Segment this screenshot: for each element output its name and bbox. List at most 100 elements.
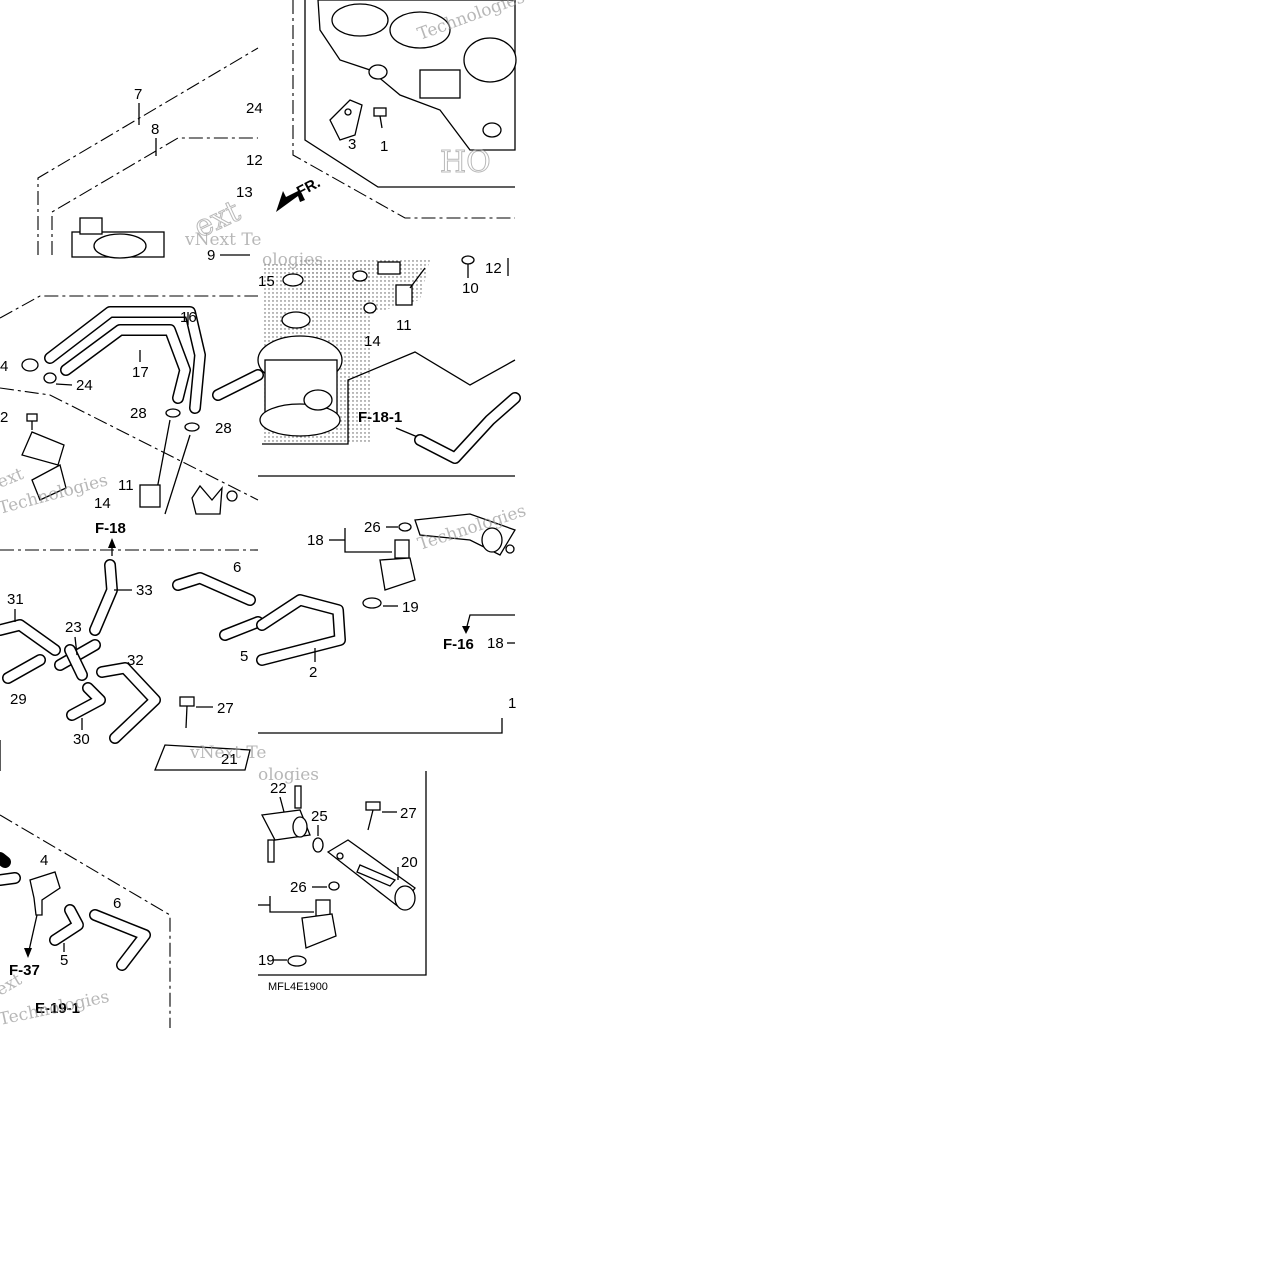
callout-16: 16 xyxy=(180,309,197,326)
callout-26-bottom: 26 xyxy=(290,879,307,896)
watermark-line1-lower: vNext Te xyxy=(189,743,266,763)
callout-25: 25 xyxy=(311,808,328,825)
ref-f37: F-37 xyxy=(9,962,40,979)
callout-15: 15 xyxy=(258,273,275,290)
hose-6 xyxy=(172,572,256,606)
injector-11 xyxy=(395,267,426,306)
bolt-27-lower xyxy=(179,696,195,729)
callout-12: 12 xyxy=(485,260,502,277)
seal-19-bottom xyxy=(287,955,307,967)
throttle-body-assembly-top xyxy=(317,0,517,151)
callout-26: 26 xyxy=(364,519,381,536)
bracket-3 xyxy=(329,99,363,141)
callout-2: 2 xyxy=(309,664,317,681)
tile-top-right: 3 1 FR. HO Technologies xyxy=(276,0,527,219)
callout-24: 24 xyxy=(76,377,93,394)
callout-23: 23 xyxy=(65,619,82,636)
tile-bottom-left: 4 F-37 5 6 E-19-1 ext Technologies xyxy=(0,814,171,1030)
tee-4 xyxy=(29,871,61,916)
injector-26 xyxy=(287,881,340,967)
callout-3: 3 xyxy=(348,136,356,153)
callout-9: 9 xyxy=(207,247,215,264)
callout-1: 1 xyxy=(380,138,388,155)
callout-10: 10 xyxy=(462,280,479,297)
tile-middle-right: 15 ologies 10 12 11 14 F-18-1 xyxy=(257,250,521,477)
callout-31: 31 xyxy=(7,591,24,608)
hose-6-bottom xyxy=(89,909,151,971)
drawing-code: MFL4E1900 xyxy=(268,981,328,993)
bolt-27-bottom xyxy=(365,801,381,831)
watermark-ologies-mid: ologies xyxy=(262,250,323,270)
callout-6-bottom: 6 xyxy=(113,895,121,912)
watermark-brand: HO xyxy=(440,145,491,180)
callout-8: 8 xyxy=(151,121,159,138)
callout-6: 6 xyxy=(233,559,241,576)
watermark-ologies-bottom: ologies xyxy=(258,765,319,785)
callout-19-bottom: 19 xyxy=(258,952,275,969)
hose-2 xyxy=(256,594,346,666)
ref-e19-1: E-19-1 xyxy=(35,1000,80,1017)
oring-25 xyxy=(312,837,324,853)
hose-29 xyxy=(2,654,46,684)
front-arrow: FR. xyxy=(276,174,323,212)
clip-24-a xyxy=(21,358,39,372)
callout-20: 20 xyxy=(401,854,418,871)
callout-19: 19 xyxy=(402,599,419,616)
callout-2-partial: 2 xyxy=(0,409,8,426)
callout-17: 17 xyxy=(132,364,149,381)
callout-4-partial: 4 xyxy=(0,358,8,375)
sensor-body xyxy=(31,464,67,501)
callout-29: 29 xyxy=(10,691,27,708)
callout-11-mid: 11 xyxy=(396,317,412,334)
tile-bottom-right: ologies 22 25 27 20 xyxy=(258,765,427,993)
clip-24-b xyxy=(43,372,57,384)
callout-30: 30 xyxy=(73,731,90,748)
callout-1-partial: 1 xyxy=(508,695,516,712)
joint-22 xyxy=(260,785,311,863)
hose-31 xyxy=(0,619,61,656)
bolt-1 xyxy=(373,107,387,129)
ref-f18-1: F-18-1 xyxy=(358,409,402,426)
injector-18 xyxy=(362,522,416,609)
callout-11: 11 xyxy=(118,477,134,494)
seal-19 xyxy=(362,597,382,609)
callout-21: 21 xyxy=(221,751,238,768)
callout-13: 13 xyxy=(236,184,253,201)
sensor-bracket xyxy=(21,431,65,466)
tee-23 xyxy=(54,639,101,681)
callout-18: 18 xyxy=(307,532,324,549)
callout-14-mid: 14 xyxy=(364,333,381,350)
callout-27: 27 xyxy=(217,700,234,717)
hose-32 xyxy=(96,662,161,744)
hose-33 xyxy=(89,559,118,636)
callout-22: 22 xyxy=(270,780,287,797)
fuel-rail-20 xyxy=(326,839,416,911)
ref-f16: F-16 xyxy=(443,636,474,653)
callout-5: 5 xyxy=(240,648,248,665)
hose-5 xyxy=(219,616,264,641)
throttle-body-assembly-mid xyxy=(257,311,343,437)
throttle-body-partial xyxy=(71,217,165,259)
callout-18-right: 18 xyxy=(487,635,504,652)
tile-top-left: 7 8 24 12 13 9 vNext Te ext xyxy=(37,47,263,264)
callout-33: 33 xyxy=(136,582,153,599)
callout-24-partial: 24 xyxy=(246,100,263,117)
callout-32: 32 xyxy=(127,652,144,669)
watermark-line1: vNext Te xyxy=(184,230,261,250)
hose-5-bottom xyxy=(49,904,84,946)
hose-16-17 xyxy=(44,306,206,414)
callout-28-a: 28 xyxy=(130,405,147,422)
oring-15 xyxy=(282,273,304,287)
clamp-28-a xyxy=(165,408,181,418)
callout-7: 7 xyxy=(134,86,142,103)
tile-lower-right: 18 26 19 Technologies 2 F-16 18 1 xyxy=(256,501,529,734)
tile-middle-left: 16 17 4 24 28 28 2 11 14 ext Technologie… xyxy=(0,295,264,519)
hose-30 xyxy=(66,682,106,721)
callout-5-bottom: 5 xyxy=(60,952,68,969)
callout-27-bottom: 27 xyxy=(400,805,417,822)
callout-4: 4 xyxy=(40,852,48,869)
callout-12-partial: 12 xyxy=(246,152,263,169)
callout-14: 14 xyxy=(94,495,111,512)
ref-f18: F-18 xyxy=(95,520,126,537)
